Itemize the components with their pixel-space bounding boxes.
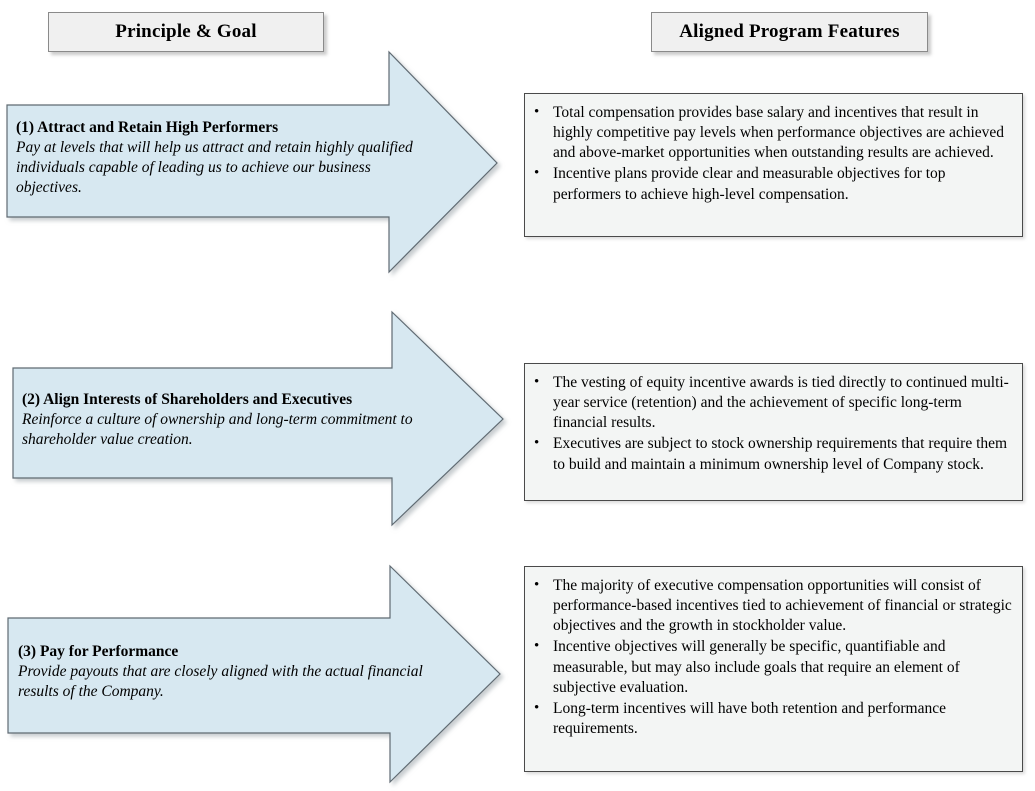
principle-title-row-1: (1) Attract and Retain High Performers xyxy=(16,119,279,136)
bullet-icon: • xyxy=(534,577,540,593)
feature-item: • Executives are subject to stock owners… xyxy=(525,434,1012,474)
column-header-aligned-program-features: Aligned Program Features xyxy=(651,12,928,52)
feature-box-row-1: • Total compensation provides base salar… xyxy=(524,93,1023,237)
arrow-shape-row-1: (1) Attract and Retain High Performers P… xyxy=(0,0,510,290)
feature-item: • Long-term incentives will have both re… xyxy=(525,699,1012,739)
bullet-icon: • xyxy=(534,435,540,452)
arrow-shape-row-2: (2) Align Interests of Shareholders and … xyxy=(0,300,515,540)
feature-list-row-1: • Total compensation provides base salar… xyxy=(525,103,1012,205)
bullet-icon: • xyxy=(534,638,540,655)
feature-item: • Incentive plans provide clear and meas… xyxy=(525,164,1012,204)
bullet-icon: • xyxy=(534,165,540,182)
feature-list-row-2: • The vesting of equity incentive awards… xyxy=(525,373,1012,475)
feature-list-row-3: • The majority of executive compensation… xyxy=(525,576,1012,739)
feature-text: Incentive plans provide clear and measur… xyxy=(553,165,946,203)
principle-text-row-2: (2) Align Interests of Shareholders and … xyxy=(22,390,422,450)
bullet-icon: • xyxy=(534,104,540,120)
column-header-principle-goal: Principle & Goal xyxy=(48,12,324,52)
arrow-svg-row-2 xyxy=(12,310,504,527)
principle-text-row-3: (3) Pay for Performance Provide payouts … xyxy=(18,642,438,702)
feature-text: Long-term incentives will have both rete… xyxy=(553,699,946,737)
principle-description-row-1: Pay at levels that will help us attract … xyxy=(16,139,413,197)
principle-description-row-3: Provide payouts that are closely aligned… xyxy=(18,663,423,701)
feature-item: • The majority of executive compensation… xyxy=(525,576,1012,636)
bullet-icon: • xyxy=(534,374,540,390)
bullet-icon: • xyxy=(534,699,540,716)
feature-text: Total compensation provides base salary … xyxy=(553,104,1005,162)
feature-item: • The vesting of equity incentive awards… xyxy=(525,373,1012,433)
feature-item: • Incentive objectives will generally be… xyxy=(525,637,1012,697)
feature-text: The majority of executive compensation o… xyxy=(553,577,1012,635)
arrow-polygon-row-2 xyxy=(12,310,504,527)
principle-title-row-2: (2) Align Interests of Shareholders and … xyxy=(22,391,353,408)
feature-text: Incentive objectives will generally be s… xyxy=(553,638,960,696)
arrow-polygon-row-3 xyxy=(7,564,501,784)
feature-item: • Total compensation provides base salar… xyxy=(525,103,1012,163)
feature-text: Executives are subject to stock ownershi… xyxy=(553,435,1008,473)
arrow-shape-row-3: (3) Pay for Performance Provide payouts … xyxy=(0,555,515,791)
principle-title-row-3: (3) Pay for Performance xyxy=(18,643,179,660)
feature-text: The vesting of equity incentive awards i… xyxy=(553,374,1009,432)
feature-box-row-2: • The vesting of equity incentive awards… xyxy=(524,363,1023,501)
principle-description-row-2: Reinforce a culture of ownership and lon… xyxy=(22,411,413,449)
arrow-svg-row-3 xyxy=(7,564,501,784)
principle-text-row-1: (1) Attract and Retain High Performers P… xyxy=(16,118,436,199)
arrow-svg-row-1 xyxy=(6,50,498,274)
arrow-polygon-row-1 xyxy=(6,50,498,274)
feature-box-row-3: • The majority of executive compensation… xyxy=(524,566,1023,772)
